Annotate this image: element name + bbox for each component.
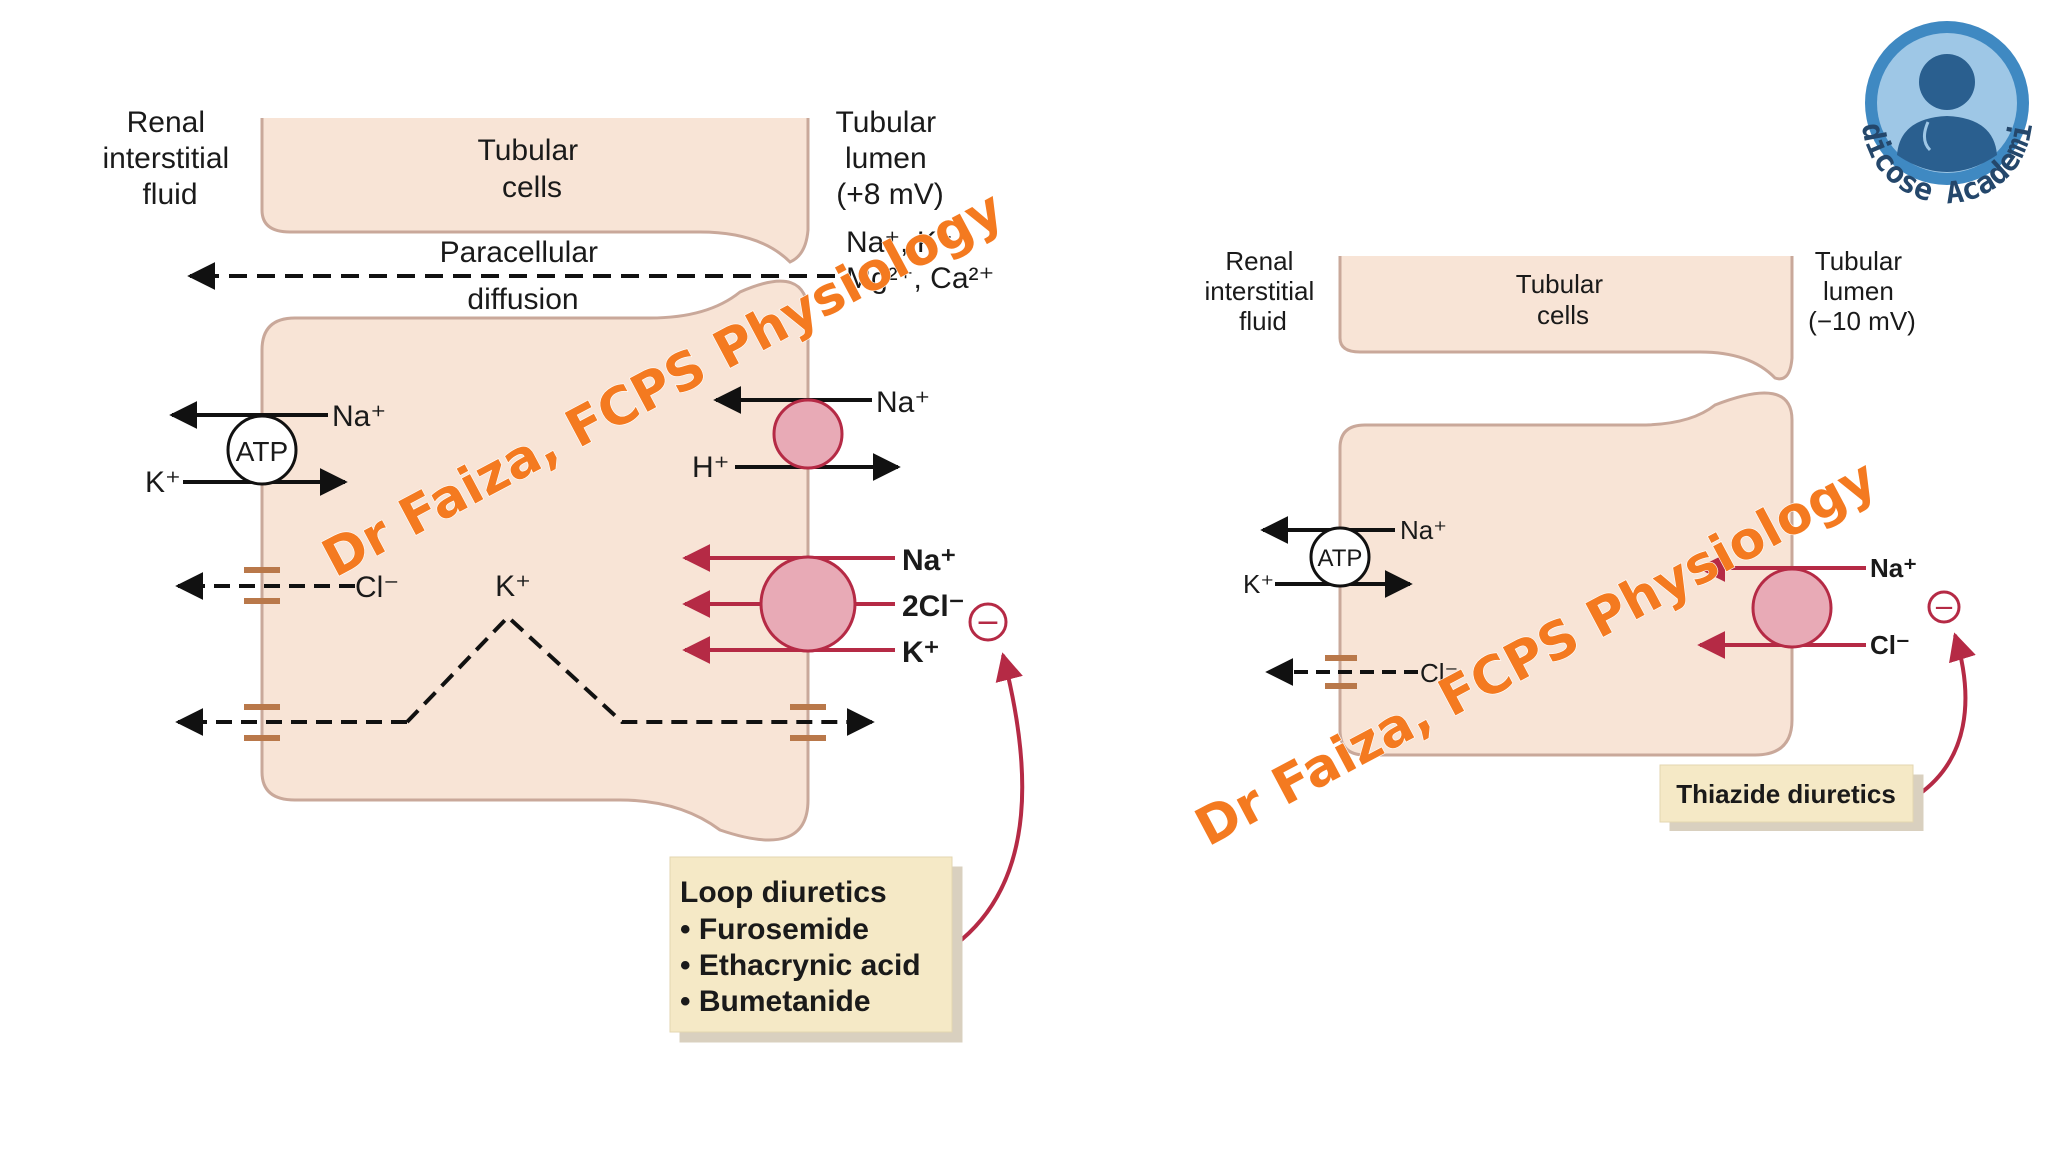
loop-inhibition-arrow: [953, 652, 1025, 947]
loop-basolateral-cl-label: Cl⁻: [355, 571, 399, 604]
loop-cl-channel-top: [244, 567, 280, 573]
thiazide-cl-channel-top: [1325, 655, 1357, 661]
loop-lumen-ions: Na⁺, K⁺ Mg²⁺, Ca²⁺: [846, 226, 994, 295]
loop-exchanger-na-label: Na⁺: [876, 386, 930, 419]
loop-pump-k-label: K⁺: [145, 466, 181, 499]
loop-label-cells: Tubular cells: [478, 134, 587, 204]
thiazide-inhibition-minus: −: [1933, 593, 1955, 623]
thiazide-label-lumen: Tubular lumen (−10 mV): [1808, 246, 1916, 336]
loop-inhibition-minus: −: [975, 605, 1000, 640]
loop-atp-label: ATP: [236, 436, 288, 467]
loop-drug-box-text: Loop diuretics • Furosemide • Ethacrynic…: [680, 876, 929, 1018]
thiazide-main-cell: [1338, 391, 1794, 757]
loop-drug-item: • Ethacrynic acid: [680, 949, 921, 982]
loop-cl-channel-bottom: [244, 598, 280, 604]
loop-atp-pump: [226, 414, 298, 486]
thiazide-basolateral-cl-label: Cl⁻: [1420, 658, 1458, 688]
loop-na-h-exchanger: [772, 398, 844, 470]
thiazide-inhibition-arrow: [1916, 632, 1976, 797]
loop-inhibition-symbol: [968, 602, 1008, 642]
thiazide-diuretic-panel: Renal interstitial fluid Tubular cells T…: [1204, 246, 1976, 823]
thiazide-pump-na-label: Na⁺: [1400, 515, 1447, 545]
thiazide-drug-title: Thiazide diuretics: [1676, 779, 1896, 809]
doctor-avatar-icon: [1897, 54, 1997, 172]
loop-drug-title: Loop diuretics: [680, 876, 887, 909]
loop-nkcc-cl-label: 2Cl⁻: [902, 590, 965, 623]
thiazide-atp-pump: [1309, 526, 1371, 588]
loop-main-cell: [260, 279, 810, 842]
loop-label-lumen: Tubular lumen (+8 mV): [836, 106, 945, 211]
loop-label-interstitial: Renal interstitial fluid: [102, 106, 237, 211]
loop-diuretic-panel: Renal interstitial fluid Tubular cells T…: [102, 106, 1025, 1033]
thiazide-cl-channel-bottom: [1325, 683, 1357, 689]
thiazide-ncc-na-label: Na⁺: [1870, 553, 1917, 583]
thiazide-drug-box: [1659, 764, 1914, 823]
loop-drug-box: [669, 856, 953, 1033]
loop-top-cell: [260, 118, 810, 264]
thiazide-pump-k-label: K⁺: [1243, 569, 1274, 599]
loop-k-recycle-path: [405, 614, 875, 736]
thiazide-label-interstitial: Renal interstitial fluid: [1204, 246, 1321, 336]
thiazide-inhibition-symbol: [1927, 590, 1961, 624]
loop-exchanger-h-label: H⁺: [692, 451, 730, 484]
thiazide-atp-label: ATP: [1318, 545, 1363, 572]
loop-recycled-k-label: K⁺: [495, 570, 531, 603]
loop-nkcc-transporter: [759, 555, 857, 653]
loop-pump-na-label: Na⁺: [332, 400, 386, 433]
loop-drug-item: • Furosemide: [680, 913, 869, 946]
thiazide-label-cells: Tubular cells: [1516, 269, 1610, 330]
loop-k-channel-right-bottom: [790, 735, 826, 741]
thiazide-top-cell: [1338, 256, 1794, 381]
thiazide-ncc-cl-label: Cl⁻: [1870, 630, 1910, 660]
thiazide-ncc-transporter: [1751, 567, 1833, 649]
loop-k-channel-left-top: [244, 704, 280, 710]
loop-k-channel-left-bottom: [244, 735, 280, 741]
loop-drug-item: • Bumetanide: [680, 985, 871, 1018]
loop-k-channel-right-top: [790, 704, 826, 710]
loop-nkcc-na-label: Na⁺: [902, 544, 956, 577]
loop-label-paracellular: Paracellular diffusion: [440, 236, 607, 316]
loop-nkcc-k-label: K⁺: [902, 636, 940, 669]
